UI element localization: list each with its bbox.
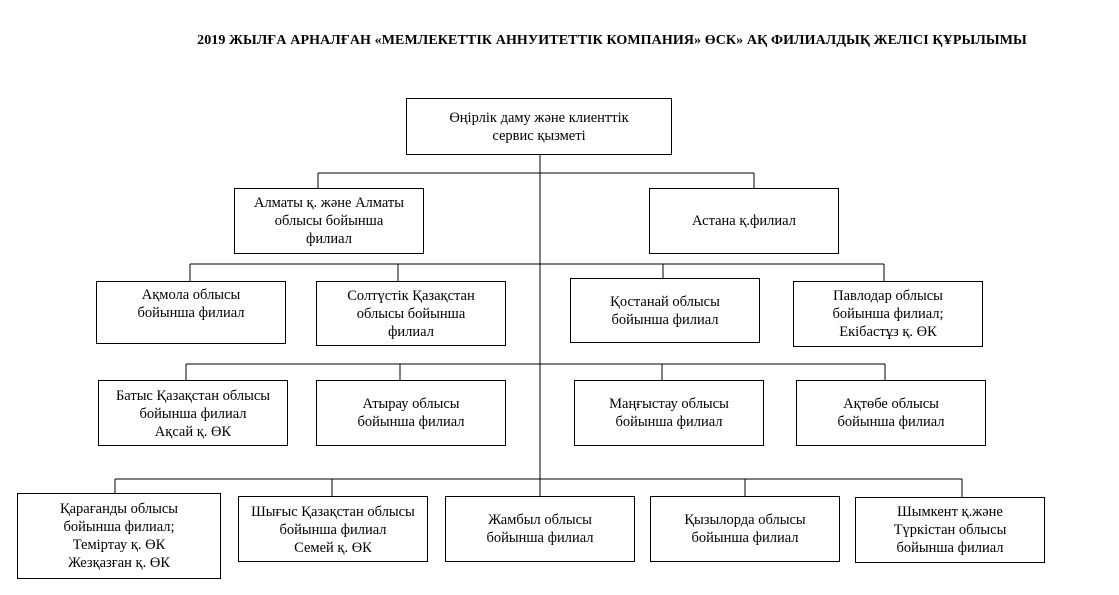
node-aktobe: Ақтөбе облысы бойынша филиал [796, 380, 986, 446]
root-node-line: Өңірлік даму және клиенттік [449, 109, 629, 126]
node-akmola: Ақмола облысы бойынша филиал [96, 281, 286, 344]
node-shymkent-turkistan: Шымкент қ.және Түркістан облысы бойынша … [855, 497, 1045, 563]
node-line: Қарағанды облысы [59, 501, 179, 517]
node-atyrau: Атырау облысы бойынша филиал [316, 380, 506, 446]
node-line: бойынша филиал [837, 414, 945, 430]
node-line: Маңғыстау облысы [609, 396, 729, 412]
node-line: Жезқазған қ. ӨК [67, 555, 170, 571]
node-line: бойынша филиал [139, 406, 247, 422]
node-line: бойынша филиал [691, 530, 799, 546]
node-line: Екібастұз қ. ӨК [839, 324, 937, 340]
node-almaty: Алматы қ. және Алматы облысы бойынша фил… [234, 188, 424, 254]
node-kostanay: Қостанай облысы бойынша филиал [570, 278, 760, 343]
node-line: Шығыс Қазақстан облысы [251, 504, 415, 520]
node-astana: Астана қ.филиал [649, 188, 839, 254]
node-north-kazakhstan: Солтүстік Қазақстан облысы бойынша филиа… [316, 281, 506, 346]
root-node-line: сервис қызметі [492, 127, 586, 144]
node-line: Павлодар облысы [833, 288, 943, 304]
node-line: Қостанай облысы [610, 293, 720, 310]
node-line: бойынша филиал; [832, 306, 944, 322]
node-line: облысы бойынша [274, 213, 384, 229]
node-line: бойынша филиал [611, 311, 719, 328]
node-line: Семей қ. ӨК [294, 540, 372, 556]
root-node: Өңірлік даму және клиенттік сервис қызме… [406, 98, 672, 155]
node-line: Қызылорда облысы [684, 512, 806, 528]
node-kyzylorda: Қызылорда облысы бойынша филиал [650, 496, 840, 562]
node-line: Алматы қ. және Алматы [253, 195, 405, 211]
node-line: Солтүстік Қазақстан [347, 287, 475, 304]
node-line: Астана қ.филиал [692, 213, 796, 229]
node-line: бойынша филиал [137, 305, 245, 321]
node-line: облысы бойынша [356, 305, 466, 322]
node-karaganda: Қарағанды облысы бойынша филиал; Темірта… [17, 493, 221, 579]
node-line: Ақсай қ. ӨК [154, 424, 232, 440]
node-line: Түркістан облысы [893, 522, 1007, 538]
node-line: филиал [388, 323, 434, 340]
node-west-kazakhstan: Батыс Қазақстан облысы бойынша филиал Ақ… [98, 380, 288, 446]
node-line: Атырау облысы [362, 396, 460, 412]
node-line: бойынша филиал [357, 414, 465, 430]
node-line: Жамбыл облысы [488, 512, 592, 528]
node-line: бойынша филиал [896, 540, 1004, 556]
node-mangystau: Маңғыстау облысы бойынша филиал [574, 380, 764, 446]
node-line: Ақмола облысы [141, 287, 241, 303]
node-east-kazakhstan: Шығыс Қазақстан облысы бойынша филиал Се… [238, 496, 428, 562]
node-line: бойынша филиал [615, 414, 723, 430]
node-zhambyl: Жамбыл облысы бойынша филиал [445, 496, 635, 562]
node-line: Батыс Қазақстан облысы [115, 388, 271, 404]
node-pavlodar: Павлодар облысы бойынша филиал; Екібастұ… [793, 281, 983, 347]
node-line: филиал [306, 231, 352, 247]
node-line: бойынша филиал [486, 530, 594, 546]
node-line: Ақтөбе облысы [843, 396, 939, 412]
chart-title: 2019 ЖЫЛҒА АРНАЛҒАН «МЕМЛЕКЕТТІК АННУИТЕ… [0, 33, 1119, 49]
node-line: бойынша филиал [279, 522, 387, 538]
node-line: Шымкент қ.және [897, 504, 1003, 520]
chart-title-text: 2019 ЖЫЛҒА АРНАЛҒАН «МЕМЛЕКЕТТІК АННУИТЕ… [197, 33, 1027, 48]
node-line: Теміртау қ. ӨК [72, 537, 166, 553]
node-line: бойынша филиал; [63, 519, 175, 535]
